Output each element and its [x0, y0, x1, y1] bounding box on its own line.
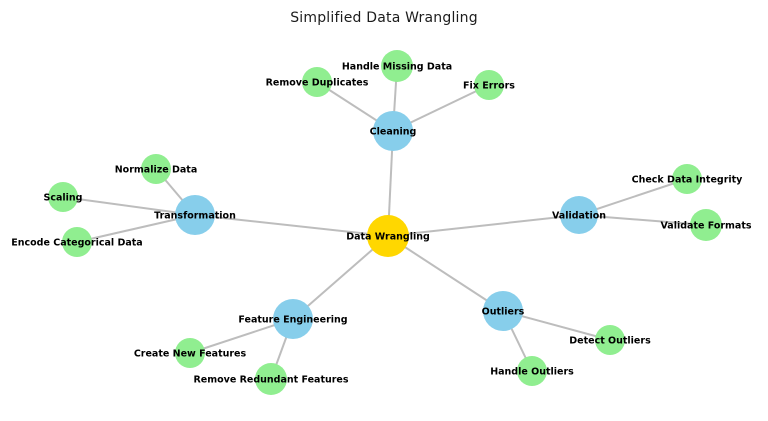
node-remove-duplicates: [302, 67, 332, 97]
edges-layer: [62, 65, 707, 380]
node-label-remove-duplicates: Remove Duplicates: [266, 77, 369, 88]
node-validation: [560, 196, 598, 234]
node-detect-outliers: [595, 325, 625, 355]
node-label-validation: Validation: [552, 210, 606, 221]
node-label-transformation: Transformation: [154, 210, 236, 221]
node-data-wrangling: [367, 215, 409, 257]
node-create-new-features: [175, 338, 205, 368]
node-transformation: [175, 195, 215, 235]
node-outliers: [483, 291, 523, 331]
nodes-layer: [48, 50, 722, 395]
edge-data-wrangling--transformation: [194, 214, 389, 237]
node-label-scaling: Scaling: [44, 192, 83, 203]
node-label-encode-categorical-data: Encode Categorical Data: [11, 237, 142, 248]
node-label-cleaning: Cleaning: [370, 126, 417, 137]
node-label-handle-outliers: Handle Outliers: [490, 366, 574, 377]
node-feature-engineering: [273, 299, 313, 339]
edge-transformation--scaling: [62, 196, 196, 216]
node-label-normalize-data: Normalize Data: [115, 164, 198, 175]
node-fix-errors: [474, 70, 504, 100]
node-label-outliers: Outliers: [482, 306, 525, 317]
edge-transformation--encode-categorical-data: [76, 214, 196, 243]
node-scaling: [48, 182, 78, 212]
node-normalize-data: [141, 154, 171, 184]
edge-data-wrangling--feature-engineering: [292, 235, 389, 320]
node-handle-outliers: [517, 356, 547, 386]
node-check-data-integrity: [672, 164, 702, 194]
node-label-handle-missing-data: Handle Missing Data: [342, 61, 452, 72]
node-label-data-wrangling: Data Wrangling: [346, 231, 430, 242]
node-label-fix-errors: Fix Errors: [463, 80, 515, 91]
node-cleaning: [373, 111, 413, 151]
node-label-feature-engineering: Feature Engineering: [238, 314, 347, 325]
node-handle-missing-data: [381, 50, 413, 82]
node-label-check-data-integrity: Check Data Integrity: [632, 174, 744, 185]
node-label-detect-outliers: Detect Outliers: [569, 335, 651, 346]
node-remove-redundant-features: [255, 363, 287, 395]
edge-data-wrangling--validation: [387, 214, 580, 237]
edge-data-wrangling--outliers: [387, 235, 504, 312]
node-label-validate-formats: Validate Formats: [660, 220, 751, 231]
node-validate-formats: [690, 209, 722, 241]
node-encode-categorical-data: [62, 227, 92, 257]
figure-title: Simplified Data Wrangling: [290, 10, 478, 26]
node-label-remove-redundant-features: Remove Redundant Features: [193, 374, 348, 385]
edge-validation--validate-formats: [578, 214, 707, 226]
node-label-create-new-features: Create New Features: [134, 348, 247, 359]
